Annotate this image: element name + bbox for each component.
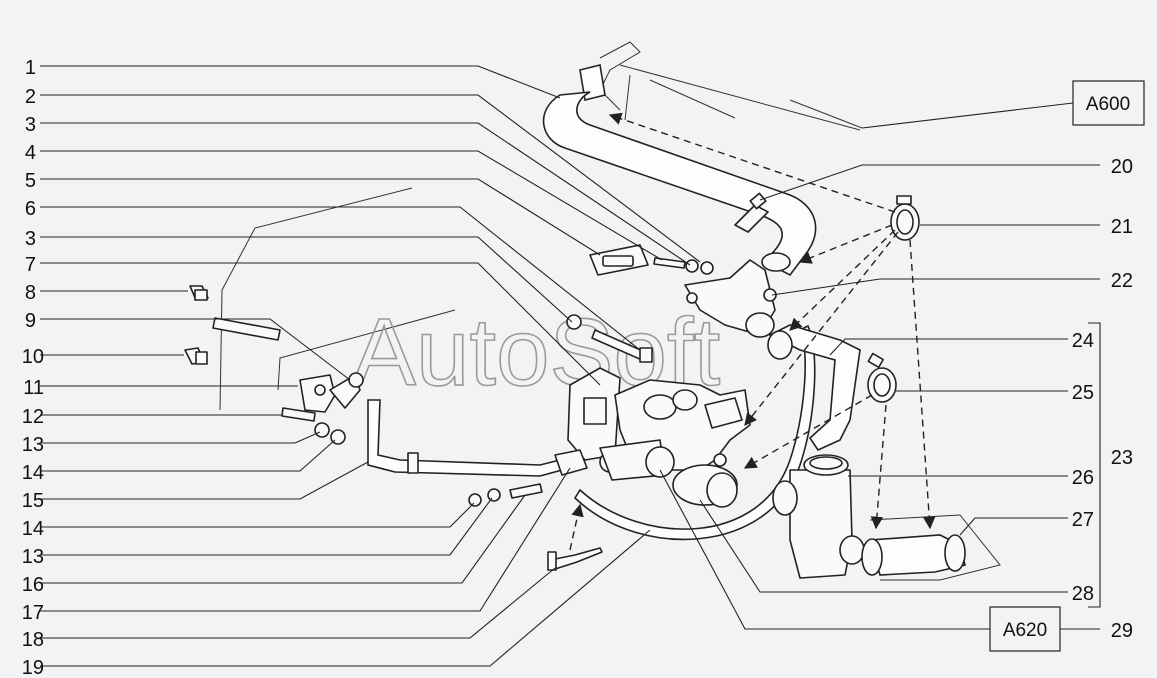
- callout-label: 5: [25, 170, 36, 192]
- ref-box-a620: A620: [989, 606, 1061, 652]
- callout-label: 10: [22, 346, 44, 368]
- callout-label: 14: [22, 518, 44, 540]
- left-fittings: [184, 285, 588, 507]
- callout-label: 9: [25, 310, 36, 332]
- callout-label: 12: [22, 406, 44, 428]
- pump-housing: [567, 367, 751, 508]
- callout-label: 29: [1111, 620, 1133, 642]
- callout-label: 19: [22, 657, 44, 678]
- callout-label: 27: [1072, 509, 1094, 531]
- right-callouts: 20 21 22 24 25 23 26 27 28 29: [1072, 156, 1133, 642]
- ref-box-a600-label: A600: [1086, 94, 1130, 115]
- callout-label: 24: [1072, 330, 1094, 352]
- callout-label: 22: [1111, 270, 1133, 292]
- callout-label: 6: [25, 198, 36, 220]
- ref-box-a600: A600: [1072, 80, 1145, 126]
- bypass-hose: [573, 324, 816, 541]
- engine-outline: [219, 41, 1001, 581]
- callout-label: 3: [25, 228, 36, 250]
- callout-label: 4: [25, 142, 36, 164]
- callout-label: 13: [22, 546, 44, 568]
- callout-label: 13: [22, 434, 44, 456]
- callout-label: 11: [23, 377, 44, 399]
- callout-label: 26: [1072, 467, 1094, 489]
- bracket-label: 23: [1111, 447, 1133, 469]
- outlet-housing: [684, 259, 777, 338]
- callout-label: 2: [25, 86, 36, 108]
- temp-sensor: [734, 192, 769, 233]
- small-fasteners: [566, 244, 714, 363]
- direction-arrows: [569, 112, 936, 551]
- leader-lines: [40, 65, 1101, 667]
- callout-label: 8: [25, 282, 36, 304]
- callout-label: 20: [1111, 156, 1133, 178]
- callout-label: 14: [22, 462, 44, 484]
- callout-label: 15: [22, 490, 44, 512]
- callout-label: 18: [22, 629, 44, 651]
- callout-label: 1: [25, 57, 36, 79]
- callout-label: 7: [25, 254, 36, 276]
- left-callouts: 1 2 3 4 5 6 3 7 8 9 10 11 12 13 14 15 14…: [22, 57, 44, 678]
- drain-cock: [547, 547, 603, 571]
- hose-clamps: [867, 195, 920, 403]
- upper-hose: [542, 64, 817, 277]
- callout-label: 3: [25, 114, 36, 136]
- callout-label: 28: [1072, 583, 1094, 605]
- callout-label: 21: [1111, 216, 1133, 238]
- callout-label: 16: [22, 574, 44, 596]
- ref-box-a620-label: A620: [1003, 620, 1047, 641]
- thermostat-assembly: [767, 324, 966, 579]
- callout-label: 25: [1072, 382, 1094, 404]
- callout-label: 17: [22, 602, 44, 624]
